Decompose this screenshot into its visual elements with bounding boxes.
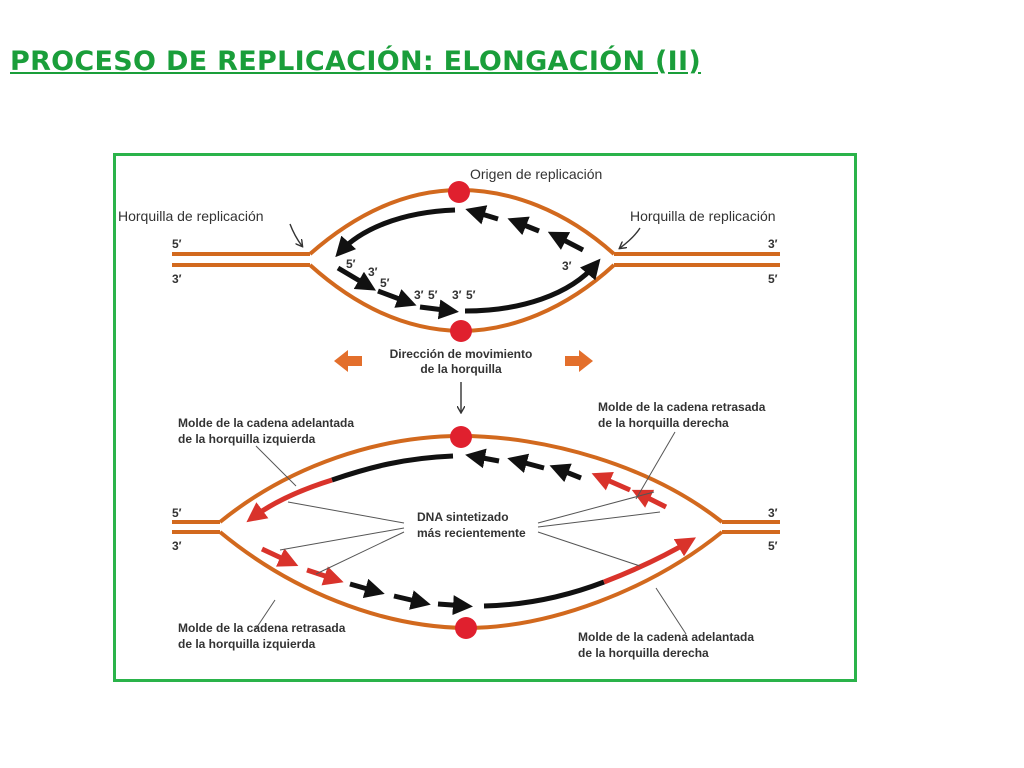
top-inner-label-8: 3′ <box>562 259 572 273</box>
top-okazaki-upper-1 <box>465 205 499 225</box>
top-origin-dot-upper <box>448 181 470 203</box>
lagging-right-label-line1: Molde de la cadena retrasada <box>598 400 766 414</box>
bottom-end-left-top: 5′ <box>172 506 182 520</box>
top-bubble <box>172 181 780 342</box>
bottom-template-lower <box>218 530 724 631</box>
top-inner-label-3: 5′ <box>380 276 390 290</box>
top-end-right-top: 3′ <box>768 237 778 251</box>
bottom-origin-dot-lower <box>455 617 477 639</box>
top-end-left-bottom: 3′ <box>172 272 182 286</box>
top-inner-label-5: 5′ <box>428 288 438 302</box>
lagging-left-label-line1: Molde de la cadena retrasada <box>178 621 346 635</box>
leading-left-label-line2: de la horquilla izquierda <box>178 432 316 446</box>
top-end-left-top: 5′ <box>172 237 182 251</box>
bottom-okazaki-upper-1 <box>465 448 500 469</box>
bottom-end-left-bottom: 3′ <box>172 539 182 553</box>
bottom-okazaki-lower-2 <box>393 590 431 610</box>
fork-left-label: Horquilla de replicación <box>118 208 264 224</box>
top-inner-label-1: 5′ <box>346 257 356 271</box>
top-left-duplex <box>172 252 310 267</box>
bottom-end-right-top: 3′ <box>768 506 778 520</box>
top-new-strand-upper-long <box>335 207 456 258</box>
callout-lines <box>254 431 687 635</box>
bottom-okazaki-lower-1 <box>349 578 385 599</box>
bottom-left-duplex <box>172 520 220 534</box>
bottom-origin-dot-upper <box>450 426 472 448</box>
bottom-new-strand-upper-red <box>246 477 333 523</box>
lagging-right-label-line2: de la horquilla derecha <box>598 416 729 430</box>
bottom-end-right-bottom: 5′ <box>768 539 778 553</box>
bottom-okazaki-lower-red-2 <box>306 566 344 586</box>
top-okazaki-lower-3 <box>419 299 459 320</box>
new-dna-label-line2: más recientemente <box>417 526 526 540</box>
bottom-new-strand-upper-black <box>331 453 454 483</box>
top-okazaki-upper-2 <box>507 216 540 236</box>
top-inner-label-4: 3′ <box>414 288 424 302</box>
top-okazaki-lower-2 <box>377 288 417 308</box>
new-dna-label-line1: DNA sintetizado <box>417 510 509 524</box>
origin-label: Origen de replicación <box>470 166 602 182</box>
leading-left-label-line1: Molde de la cadena adelantada <box>178 416 354 430</box>
bottom-okazaki-upper-2 <box>507 453 545 474</box>
leading-right-label-line1: Molde de la cadena adelantada <box>578 630 754 644</box>
direction-label-line2: de la horquilla <box>420 362 502 376</box>
top-origin-dot-lower <box>450 320 472 342</box>
bottom-bubble <box>172 426 780 639</box>
bottom-okazaki-lower-3 <box>437 595 473 616</box>
top-inner-label-2: 3′ <box>368 265 378 279</box>
top-okazaki-lower-1 <box>336 265 377 291</box>
lagging-left-label-line2: de la horquilla izquierda <box>178 637 316 651</box>
direction-arrows <box>334 350 593 412</box>
direction-left-arrow <box>334 350 362 372</box>
bottom-okazaki-lower-red-1 <box>260 546 299 567</box>
fork-right-label: Horquilla de replicación <box>630 208 776 224</box>
top-inner-label-6: 3′ <box>452 288 462 302</box>
bottom-okazaki-upper-3 <box>549 463 582 483</box>
fork-right-pointer <box>620 227 641 248</box>
bottom-new-strand-lower-red <box>603 537 697 585</box>
top-right-duplex <box>614 252 780 267</box>
top-inner-label-7: 5′ <box>466 288 476 302</box>
top-new-strand-lower-long <box>464 258 601 314</box>
top-okazaki-upper-3 <box>547 231 585 253</box>
direction-right-arrow <box>565 350 593 372</box>
fork-left-pointer <box>289 223 302 246</box>
top-end-right-bottom: 5′ <box>768 272 778 286</box>
direction-label-line1: Dirección de movimiento <box>390 347 533 361</box>
bottom-new-strand-lower-black <box>483 579 605 609</box>
slide-title: PROCESO DE REPLICACIÓN: ELONGACIÓN (II) <box>10 46 702 77</box>
bottom-right-duplex <box>722 520 780 534</box>
figure-frame <box>113 153 857 682</box>
bottom-okazaki-upper-red-1 <box>591 472 632 493</box>
leading-right-label-line2: de la horquilla derecha <box>578 646 709 660</box>
